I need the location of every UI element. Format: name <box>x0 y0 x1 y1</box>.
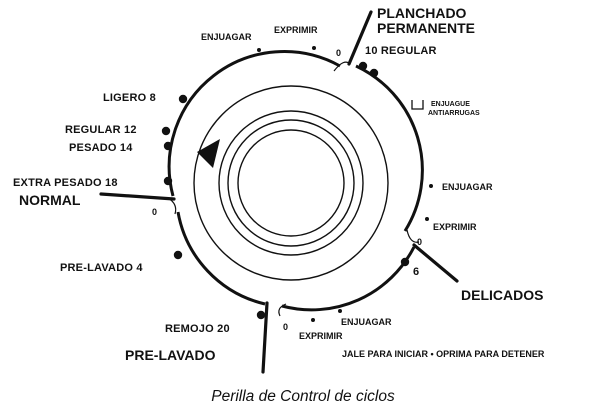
dot-regular-10a <box>358 61 368 71</box>
ring-notches <box>167 61 420 317</box>
label-zero-left: 0 <box>152 207 157 217</box>
dot-exprimir-right <box>425 217 429 221</box>
dial-ring-4 <box>237 129 345 237</box>
label-exprimir-bottom: EXPRIMIR <box>299 331 343 341</box>
dot-exprimir-top <box>312 46 316 50</box>
dot-exprimir-bottom <box>311 318 315 322</box>
dot-six <box>400 257 410 267</box>
label-extra-pesado: EXTRA PESADO 18 <box>13 177 118 189</box>
instruction-text: JALE PARA INICIAR • OPRIMA PARA DETENER <box>342 349 545 359</box>
cycle-normal: NORMAL <box>19 192 81 208</box>
label-enjuagar-bottom: ENJUAGAR <box>341 317 392 327</box>
label-zero-bottom: 0 <box>283 322 288 332</box>
cycle-lines <box>99 10 459 374</box>
cycle-delicados: DELICADOS <box>461 287 543 303</box>
dial-ring-2 <box>218 110 364 256</box>
diagram-caption: Perilla de Control de ciclos <box>211 388 395 405</box>
dial-ring-1 <box>193 85 389 281</box>
dot-extra-pesado <box>163 176 173 186</box>
label-regular-12: REGULAR 12 <box>65 124 137 136</box>
ring-segment-planchado <box>355 64 424 232</box>
label-exprimir-top: EXPRIMIR <box>274 25 318 35</box>
dot-regular-12 <box>161 126 171 136</box>
dot-ligero <box>178 94 188 104</box>
label-zero-right: 0 <box>417 237 422 247</box>
cycle-planchado-2: PERMANENTE <box>377 20 475 36</box>
dot-enjuagar-top <box>257 48 261 52</box>
notch-bottom <box>278 303 287 317</box>
tub-icon <box>411 100 424 110</box>
label-enjuague: ENJUAGUE <box>431 101 470 108</box>
label-enjuagar-right: ENJUAGAR <box>442 182 493 192</box>
dot-enjuagar-right <box>429 184 433 188</box>
dot-prelavado-4 <box>173 250 183 260</box>
dot-enjuagar-bottom <box>338 309 342 313</box>
line-prelavado <box>261 301 269 374</box>
notch-right <box>406 229 420 243</box>
label-zero-top: 0 <box>336 48 341 58</box>
line-delicados <box>412 243 459 283</box>
label-exprimir-right: EXPRIMIR <box>433 222 477 232</box>
label-enjuagar-top: ENJUAGAR <box>201 32 252 42</box>
cycle-prelavado: PRE-LAVADO <box>125 347 216 363</box>
line-normal <box>99 192 176 201</box>
triangle-pointer-icon <box>197 139 220 168</box>
setting-dots <box>161 46 433 322</box>
ring-segment-prelavado <box>176 211 266 306</box>
label-pesado: PESADO 14 <box>69 142 133 154</box>
dot-pesado <box>163 141 173 151</box>
label-prelavado-4: PRE-LAVADO 4 <box>60 262 143 274</box>
label-remojo: REMOJO 20 <box>165 323 230 335</box>
dot-remojo <box>256 310 266 320</box>
label-regular-10: 10 REGULAR <box>365 45 437 57</box>
dot-regular-10b <box>369 68 379 78</box>
label-ligero: LIGERO 8 <box>103 92 156 104</box>
label-six: 6 <box>413 266 419 278</box>
line-planchado <box>347 10 373 66</box>
outer-ring <box>167 50 424 312</box>
label-antiarrugas: ANTIARRUGAS <box>428 110 480 117</box>
ring-segment-normal <box>167 50 341 197</box>
cycle-planchado-1: PLANCHADO <box>377 5 467 21</box>
dial-ring-3 <box>227 119 355 247</box>
ring-segment-delicados <box>281 246 416 312</box>
